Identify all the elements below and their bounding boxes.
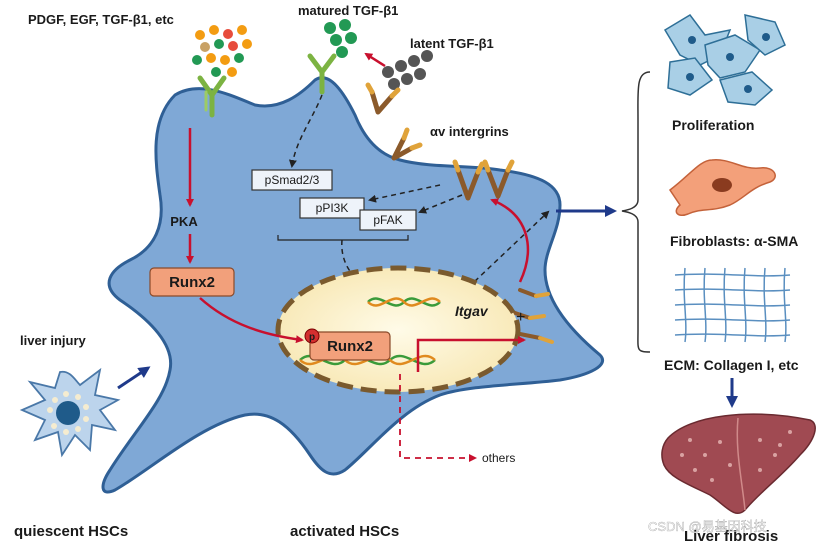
integrin-icon-1 — [365, 82, 401, 115]
latent-to-matured-arrow — [364, 52, 386, 68]
runx2-nuclear-label: Runx2 — [327, 338, 373, 355]
growth-factor-dots — [192, 25, 252, 77]
runx2-nuclear-box: Runx2 — [309, 331, 391, 361]
liver-fibrosis-label: Liver fibrosis — [684, 528, 778, 545]
phospho-label: p — [309, 332, 315, 343]
proliferation-label: Proliferation — [672, 117, 754, 133]
proliferation-cells-icon — [663, 14, 786, 106]
integrin-to-pi3k-arrow — [368, 184, 441, 203]
latent-tgf-dots — [382, 50, 433, 90]
runx2-cytoplasm-box: Runx2 — [149, 267, 235, 297]
tgf-to-smad-arrow — [288, 94, 323, 168]
outcome-bracket — [621, 71, 651, 353]
pka-label: PKA — [170, 214, 198, 229]
phospho-badge: p — [304, 328, 320, 344]
growth-factor-receptor-icon — [197, 75, 227, 118]
pfak-box: pFAK — [359, 209, 417, 231]
quiescent-hsc-label: quiescent HSCs — [14, 523, 128, 540]
runx2-nuclear-translocation-arrow — [199, 297, 304, 344]
ppi3k-label: pPI3K — [316, 201, 349, 215]
runx2-cytoplasm-label: Runx2 — [169, 274, 215, 291]
integrin-icon-2 — [391, 127, 423, 161]
ecm-mesh-icon — [674, 267, 791, 343]
plus-sign: + — [516, 309, 525, 326]
fibroblasts-label: Fibroblasts: α-SMA — [670, 233, 798, 249]
av-integrins-label: αv intergrins — [430, 124, 509, 139]
others-label: others — [482, 451, 515, 465]
watermark: CSDN @易基因科技 — [648, 519, 767, 534]
activated-hsc-label: activated HSCs — [290, 523, 399, 540]
quiescent-to-activated-arrow — [117, 366, 151, 390]
others-arrow — [399, 374, 477, 462]
integrin-to-fak-arrow — [418, 194, 463, 214]
nascent-integrin-icons — [510, 288, 554, 344]
signal-merge-bracket — [277, 235, 409, 241]
integrin-icon-3 — [452, 159, 485, 201]
psmad-label: pSmad2/3 — [265, 173, 320, 187]
psmad-box: pSmad2/3 — [251, 169, 333, 191]
ppi3k-box: pPI3K — [299, 197, 365, 219]
ecm-label: ECM: Collagen I, etc — [664, 357, 799, 373]
itgav-label: Itgav — [455, 303, 489, 319]
pfak-label: pFAK — [373, 213, 402, 227]
tgf-receptor-icon — [307, 53, 337, 95]
matured-tgf-label: matured TGF-β1 — [298, 3, 398, 18]
liver-injury-label: liver injury — [20, 333, 87, 348]
latent-tgf-label: latent TGF-β1 — [410, 36, 494, 51]
nucleus — [275, 265, 521, 395]
integrin-upregulation-arrow — [490, 198, 530, 283]
itgav-transcription-arrow — [416, 336, 526, 372]
fibroblast-icon — [668, 159, 776, 217]
fibrotic-liver-icon — [661, 413, 816, 515]
dna-helix-upper-icon — [367, 297, 441, 307]
matured-tgf-dots — [324, 19, 357, 58]
growth-factors-label: PDGF, EGF, TGF-β1, etc — [28, 12, 174, 27]
integrin-icon-4 — [482, 159, 515, 199]
quiescent-hsc-icon — [19, 367, 121, 458]
